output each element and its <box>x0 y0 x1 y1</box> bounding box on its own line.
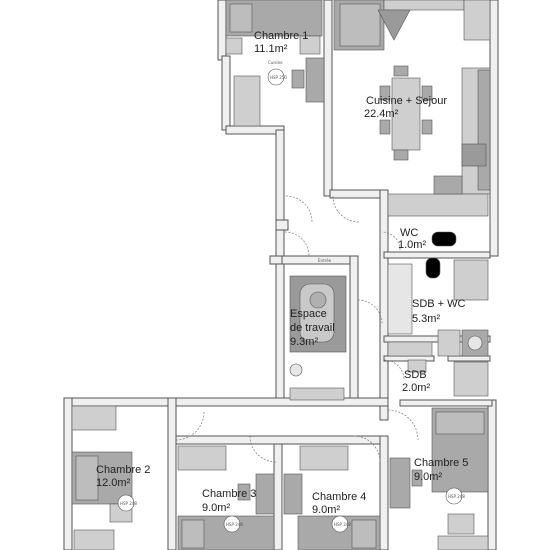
hsp-tag-chambre5: HSP 248 <box>448 494 465 499</box>
room-area-espace: 9.3m² <box>290 336 318 348</box>
room-name-chambre1: Chambre 1 <box>254 30 308 42</box>
hsp-tag-chambre1: HSP 250 <box>270 75 287 80</box>
room-area-chambre2: 12.0m² <box>96 477 131 489</box>
room-area-chambre3: 9.0m² <box>202 502 230 514</box>
room-area-sdbwc: 5.3m² <box>412 313 440 325</box>
door-swings <box>175 195 419 463</box>
room-name-sdb: SDB <box>404 369 427 381</box>
walls <box>63 0 499 550</box>
room-labels: Chambre 1 11.1m² Cuisine + Sejour 22.4m²… <box>96 30 468 516</box>
cuisine-tag: Cuisine <box>268 60 283 65</box>
furniture <box>71 0 491 550</box>
hsp-tag-chambre4: HSP 248 <box>334 522 351 527</box>
room-name-espace-line1: Espace <box>290 308 327 320</box>
room-area-wc: 1.0m² <box>398 239 426 251</box>
room-name-wc: WC <box>400 227 418 239</box>
room-area-chambre1: 11.1m² <box>254 43 288 55</box>
room-name-sdbwc: SDB + WC <box>412 298 466 310</box>
room-name-chambre3: Chambre 3 <box>202 488 256 500</box>
hsp-tag-chambre2: HSP 248 <box>120 501 137 506</box>
room-area-chambre4: 9.0m² <box>312 504 340 516</box>
entree-tag: Entrée <box>318 258 332 263</box>
room-name-chambre2: Chambre 2 <box>96 464 150 476</box>
hsp-tags: HSP 250 HSP 248 HSP 248 HSP 248 HSP 248 … <box>117 60 465 533</box>
room-name-cuisine: Cuisine + Sejour <box>366 95 447 107</box>
room-name-chambre5: Chambre 5 <box>414 457 468 469</box>
room-area-cuisine: 22.4m² <box>364 108 399 120</box>
room-area-chambre5: 9.0m² <box>414 471 442 483</box>
room-area-sdb: 2.0m² <box>402 382 430 394</box>
hsp-tag-chambre3: HSP 248 <box>226 522 243 527</box>
room-name-chambre4: Chambre 4 <box>312 491 366 503</box>
room-name-espace-line2: de travail <box>290 322 335 334</box>
